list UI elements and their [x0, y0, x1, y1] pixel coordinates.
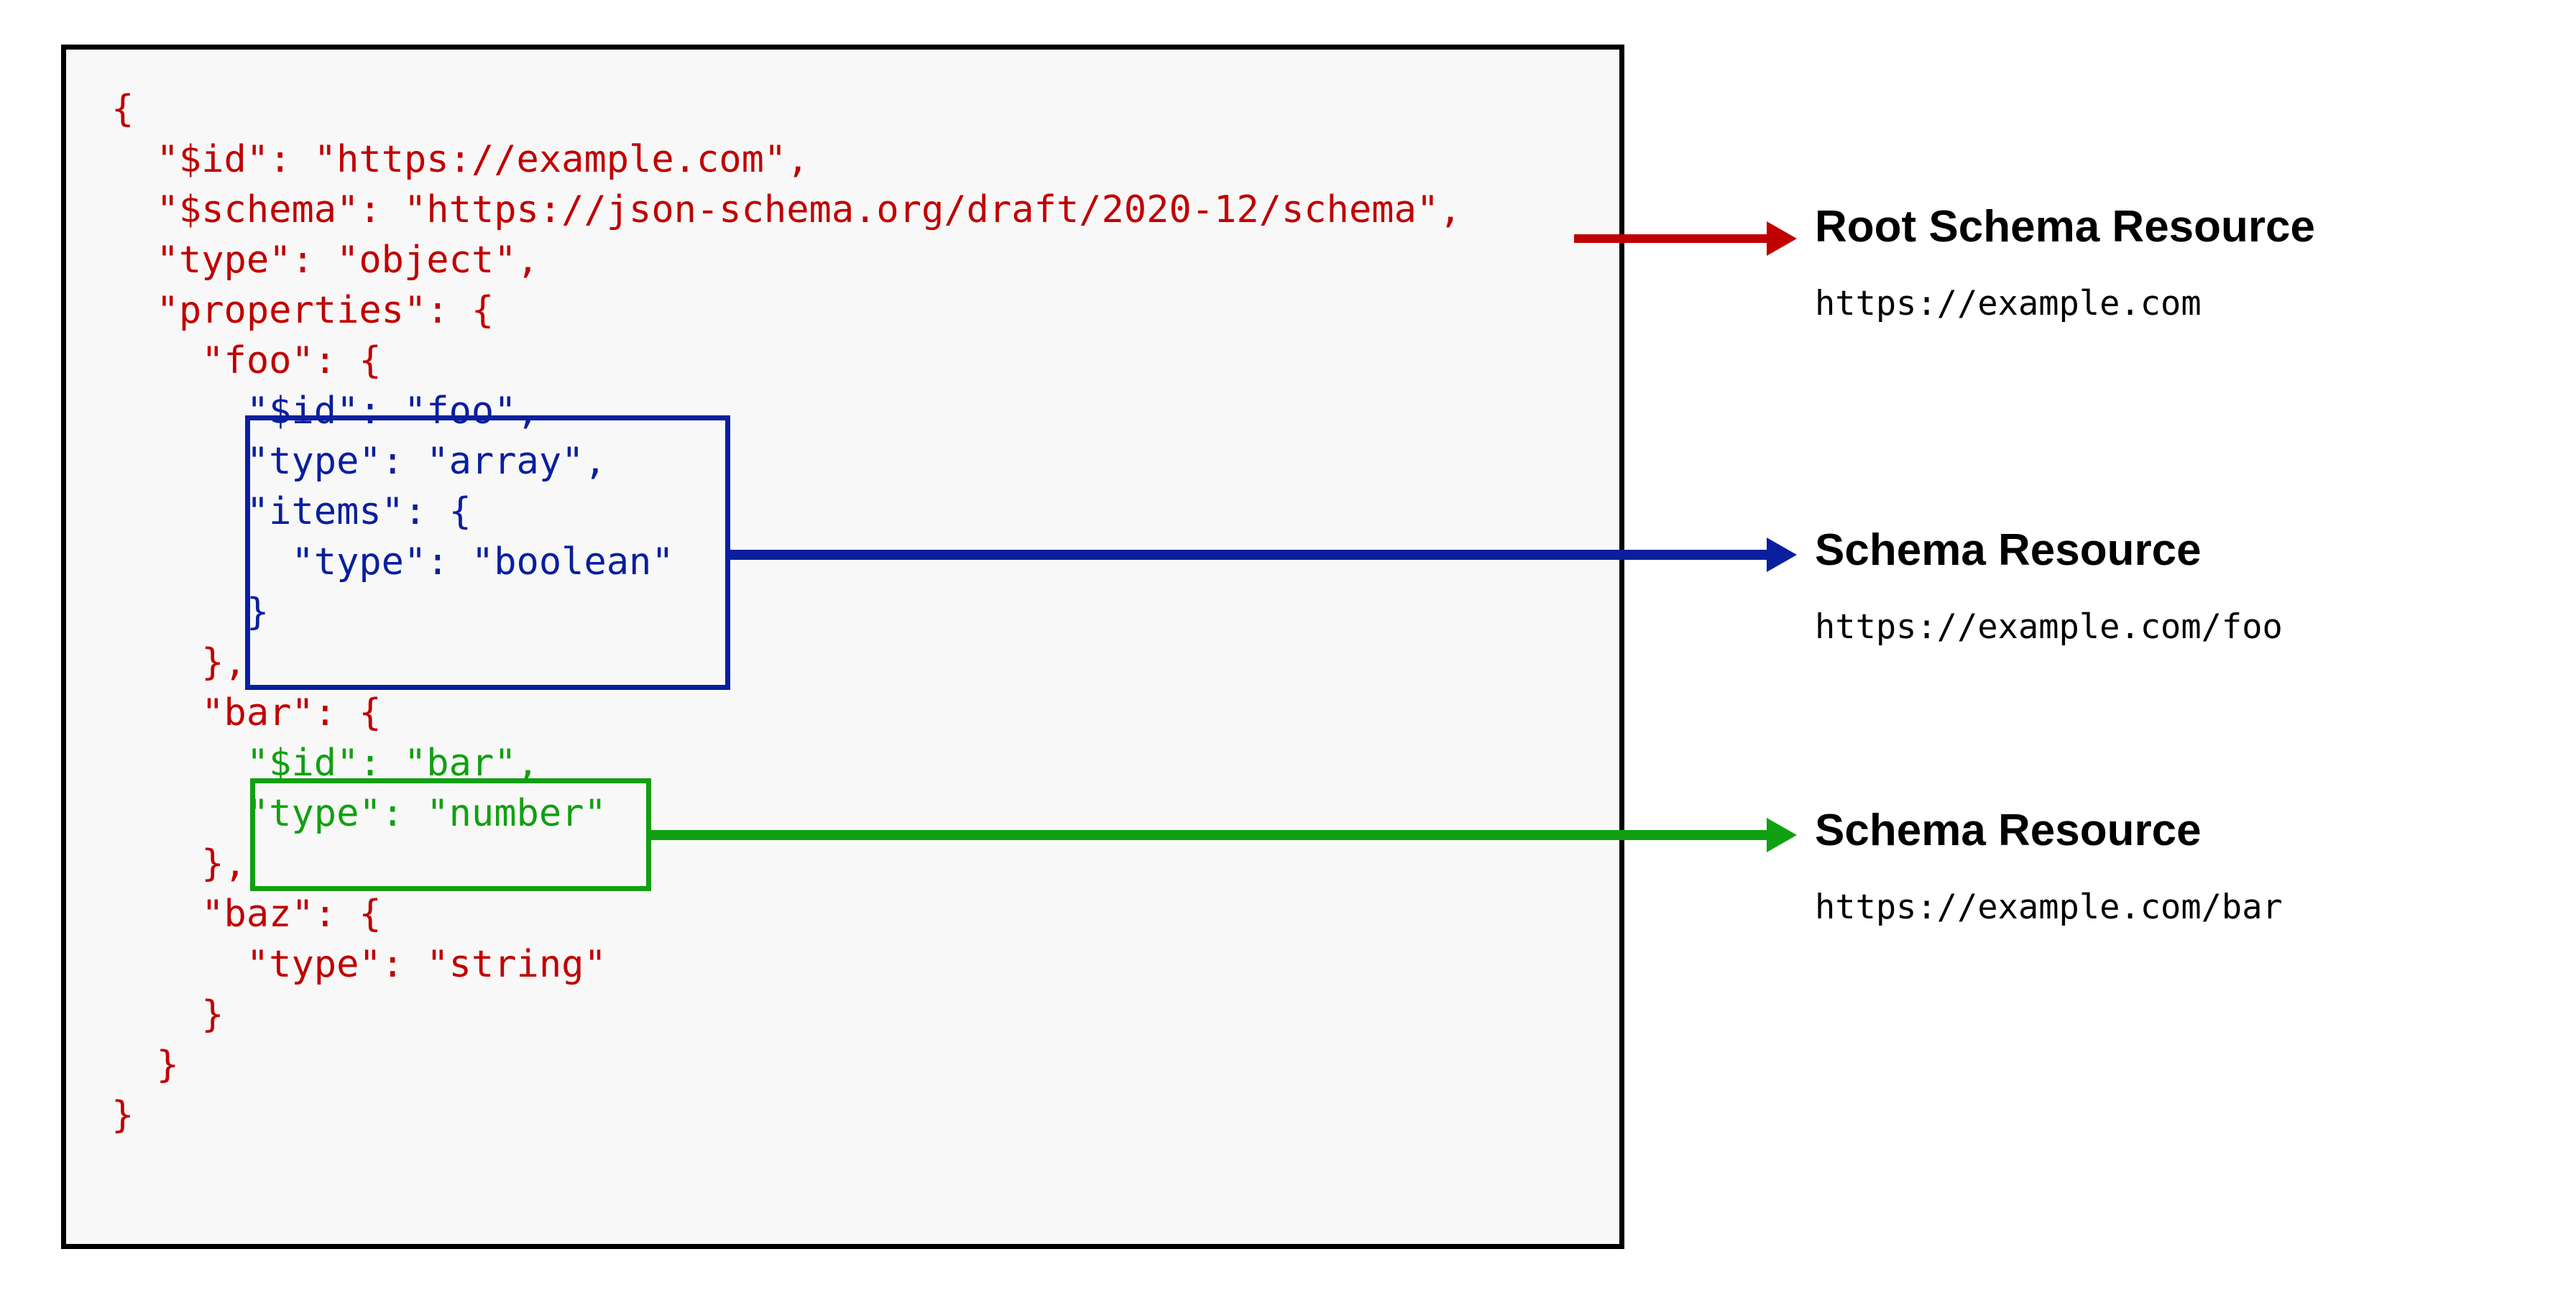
- code-line: "type": "object",: [111, 239, 539, 282]
- code-line: }: [111, 1094, 134, 1137]
- annotation-uri: https://example.com/foo: [1815, 607, 2283, 647]
- annotation-title: Schema Resource: [1815, 806, 2202, 855]
- code-line: "type": "boolean": [111, 540, 674, 584]
- code-panel: { "$id": "https://example.com", "$schema…: [61, 45, 1624, 1249]
- code-line: "$schema": "https://json-schema.org/draf…: [111, 188, 1462, 231]
- arrow-right-icon-bar: [647, 818, 1797, 852]
- code-line: "properties": {: [111, 289, 494, 332]
- code-line: }: [111, 591, 270, 634]
- code-line: "$id": "bar",: [111, 742, 539, 785]
- code-line: "$id": "foo",: [111, 390, 539, 433]
- code-line: "type": "array",: [111, 440, 607, 483]
- json-schema-code: { "$id": "https://example.com", "$schema…: [111, 84, 1461, 1140]
- code-line: "type": "number": [111, 792, 607, 835]
- code-line: }: [111, 993, 224, 1036]
- code-line: "bar": {: [111, 691, 382, 734]
- code-line: "items": {: [111, 490, 472, 533]
- code-line: "baz": {: [111, 893, 382, 936]
- annotation-uri: https://example.com: [1815, 284, 2202, 323]
- annotation-title: Schema Resource: [1815, 525, 2202, 575]
- arrow-right-icon-root: [1574, 221, 1797, 256]
- annotation-root-schema-resource: Root Schema Resource https://example.com: [1815, 201, 2534, 325]
- annotation-title: Root Schema Resource: [1815, 202, 2315, 252]
- code-line: {: [111, 88, 134, 131]
- code-line: },: [111, 641, 247, 684]
- code-line: "$id": "https://example.com",: [111, 138, 809, 181]
- arrow-right-icon-foo: [726, 538, 1797, 572]
- annotation-foo-schema-resource: Schema Resource https://example.com/foo: [1815, 525, 2534, 648]
- code-line: }: [111, 1043, 179, 1087]
- code-line: "type": "string": [111, 943, 607, 986]
- code-line: },: [111, 842, 247, 885]
- annotation-bar-schema-resource: Schema Resource https://example.com/bar: [1815, 805, 2534, 928]
- annotation-uri: https://example.com/bar: [1815, 888, 2283, 927]
- code-line: "foo": {: [111, 339, 382, 382]
